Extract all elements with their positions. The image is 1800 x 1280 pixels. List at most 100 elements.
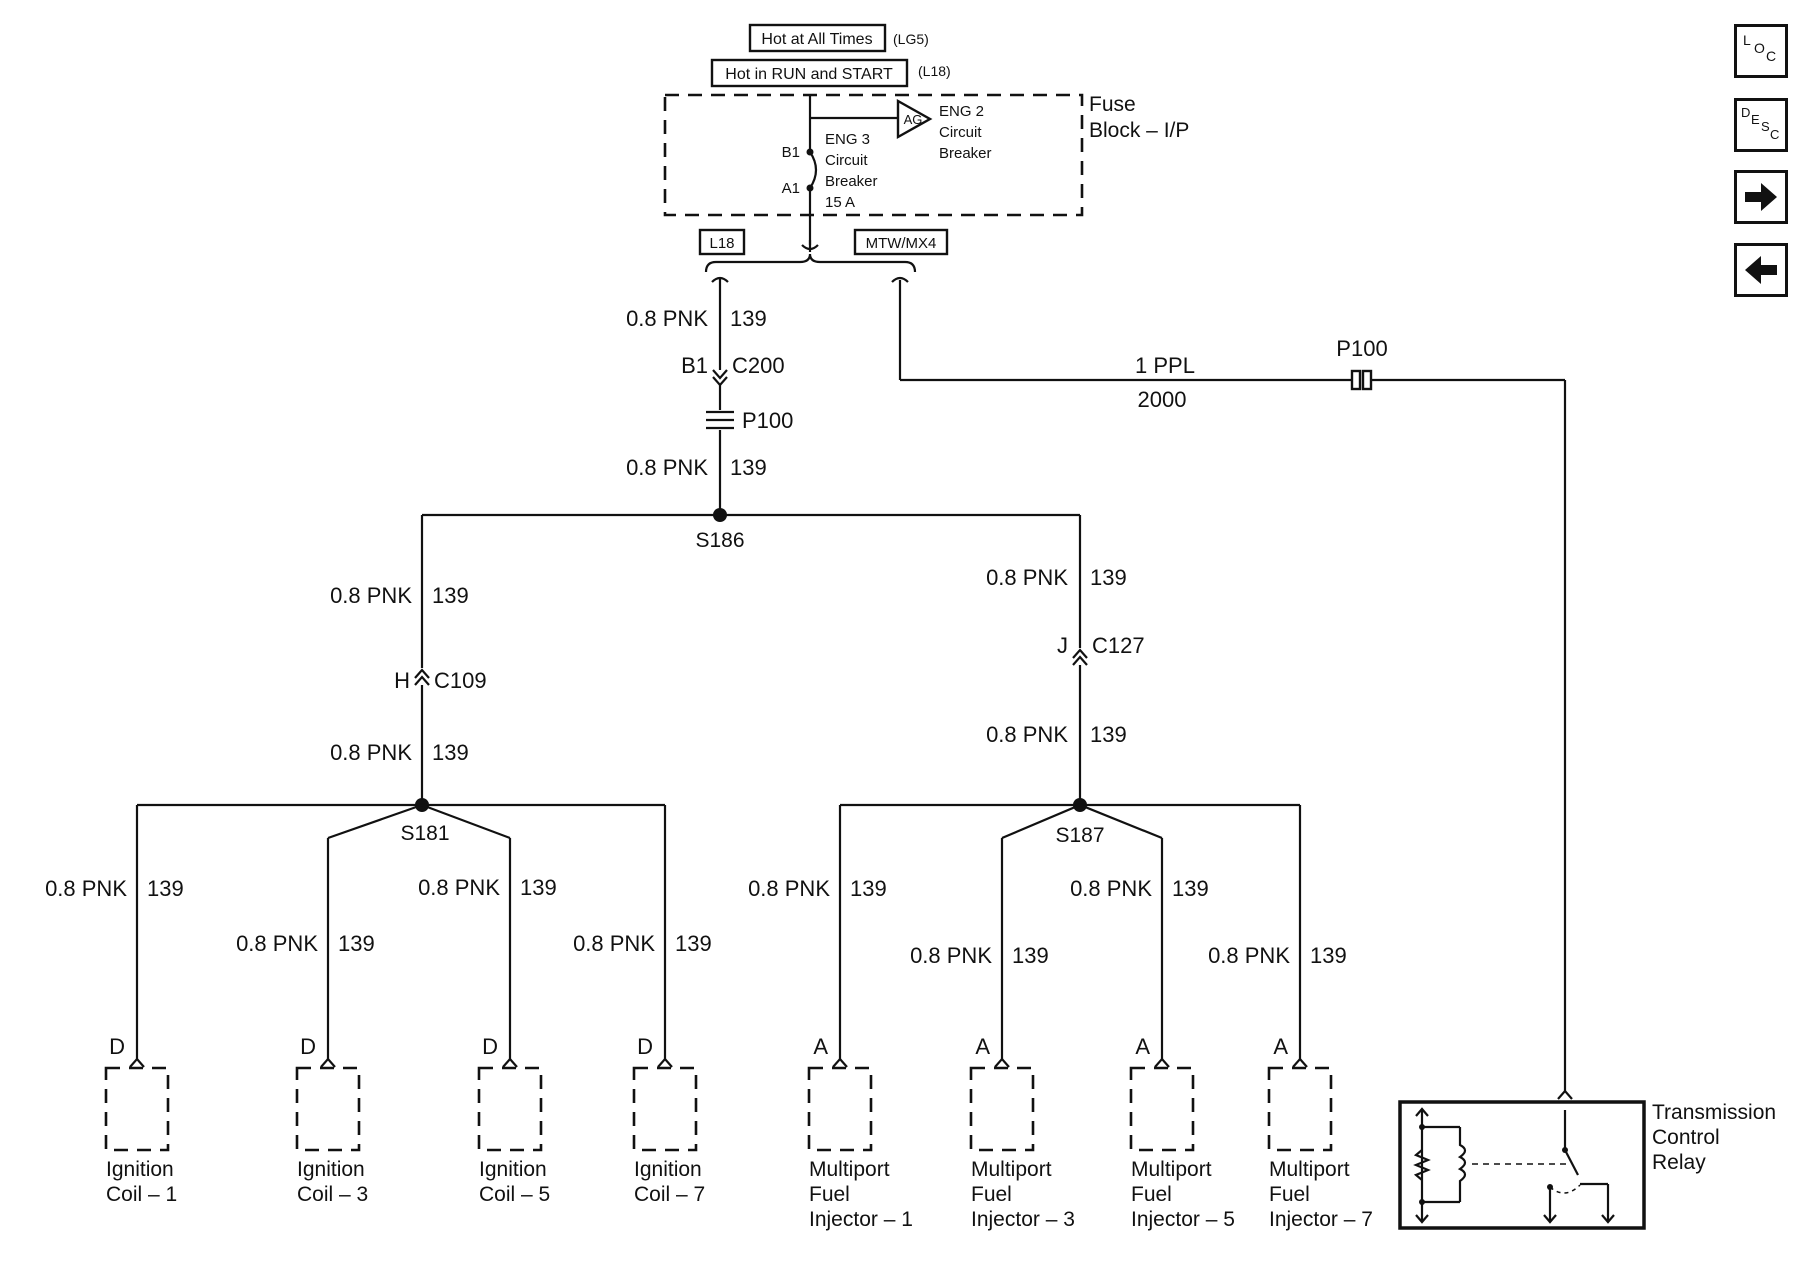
c200-label: C200	[732, 353, 785, 378]
component-name-line: Multiport	[809, 1158, 890, 1181]
component-wire-gauge: 0.8 PNK	[1208, 943, 1290, 968]
relay-wire-circuit: 2000	[1138, 387, 1187, 412]
relay-wire-gauge: 1 PPL	[1135, 353, 1195, 378]
left-bottom-gauge: 0.8 PNK	[330, 740, 412, 765]
component-name-line: Coil – 7	[634, 1183, 705, 1206]
c109-pin-label: H	[394, 668, 410, 693]
ag-label: AG	[904, 112, 923, 127]
svg-text:Circuit: Circuit	[825, 152, 868, 169]
svg-text:Breaker: Breaker	[939, 145, 992, 162]
component-pin-label: D	[300, 1034, 316, 1059]
component-outline	[632, 1066, 698, 1152]
component-pin-label: A	[1135, 1034, 1150, 1059]
svg-text:E: E	[1751, 112, 1760, 127]
component-pin-label: A	[813, 1034, 828, 1059]
p100-relay-label: P100	[1336, 336, 1387, 361]
svg-text:S: S	[1761, 119, 1770, 134]
component-outline	[295, 1066, 361, 1152]
component-outline	[1129, 1066, 1195, 1152]
relay-name-line-3: Relay	[1652, 1151, 1706, 1174]
hot-in-run-start-box	[710, 58, 909, 88]
fuse-block-outline	[663, 93, 1084, 217]
component-name-line: Injector – 3	[971, 1208, 1075, 1231]
svg-text:Breaker: Breaker	[825, 173, 878, 190]
main-top-circuit: 139	[730, 306, 767, 331]
option-brace	[704, 253, 917, 273]
component-name-line: Injector – 5	[1131, 1208, 1235, 1231]
component-wire-circuit: 139	[1172, 876, 1209, 901]
component-name-line: Coil – 1	[106, 1183, 177, 1206]
relay-outline	[1398, 1100, 1646, 1230]
svg-text:D: D	[1741, 105, 1750, 120]
component-outline	[807, 1066, 873, 1152]
component-wire-circuit: 139	[1310, 943, 1347, 968]
component-name-line: Multiport	[1131, 1158, 1212, 1181]
c127-connector-symbol	[1072, 648, 1088, 666]
c109-connector-symbol	[414, 668, 430, 686]
component-wire-gauge: 0.8 PNK	[418, 875, 500, 900]
component-wire-circuit: 139	[147, 876, 184, 901]
desc-button[interactable]: D E S C	[1734, 98, 1788, 152]
svg-text:L: L	[1743, 32, 1751, 48]
left-bottom-circuit: 139	[432, 740, 469, 765]
component-name-line: Ignition	[479, 1158, 547, 1181]
component-name-line: Ignition	[106, 1158, 174, 1181]
component-name-line: Fuel	[971, 1183, 1012, 1206]
main-trunk: 0.8 PNK 139 B1 C200 P100 0.8 PNK 139 S18…	[422, 278, 1080, 552]
c127-label: C127	[1092, 633, 1145, 658]
c200-connector-symbol	[712, 369, 728, 387]
fuse-block-title-2: Block – I/P	[1089, 119, 1189, 142]
arrow-right-icon	[1745, 183, 1777, 211]
p100-label: P100	[742, 408, 793, 433]
next-button[interactable]	[1734, 170, 1788, 224]
component-pin-label: A	[975, 1034, 990, 1059]
component-outline	[1267, 1066, 1333, 1152]
component-name-line: Coil – 5	[479, 1183, 550, 1206]
eng2-breaker-symbol	[896, 98, 933, 140]
relay-name-line-2: Control	[1652, 1126, 1720, 1149]
component-outline	[969, 1066, 1035, 1152]
option-split: L18 MTW/MX4	[698, 228, 949, 283]
right-branch: 0.8 PNK 139 J C127 0.8 PNK 139 S187	[840, 515, 1300, 847]
desc-icon: D E S C	[1741, 105, 1779, 142]
component-name-line: Injector – 7	[1269, 1208, 1373, 1231]
left-top-circuit: 139	[432, 583, 469, 608]
component-pin-label: D	[482, 1034, 498, 1059]
c200-pin-label: B1	[681, 353, 708, 378]
mtw-option-box	[853, 228, 949, 256]
relay-resistor-symbol	[1413, 1149, 1431, 1181]
component-name-line: Ignition	[297, 1158, 365, 1181]
svg-text:O: O	[1754, 40, 1765, 56]
right-top-gauge: 0.8 PNK	[986, 565, 1068, 590]
s187-label: S187	[1055, 824, 1104, 847]
relay-switch-symbol	[1564, 1149, 1579, 1176]
lg5-option-label: (LG5)	[893, 31, 929, 47]
c127-pin-label: J	[1057, 633, 1068, 658]
prev-button[interactable]	[1734, 243, 1788, 297]
eng3-breaker-symbol	[809, 151, 818, 189]
right-top-circuit: 139	[1090, 565, 1127, 590]
component-wire-gauge: 0.8 PNK	[1070, 876, 1152, 901]
relay-coil-symbol	[1457, 1127, 1467, 1202]
component-name-line: Fuel	[1131, 1183, 1172, 1206]
main-bottom-gauge: 0.8 PNK	[626, 455, 708, 480]
fuse-block: Hot at All Times (LG5) Hot in RUN and ST…	[663, 23, 1189, 252]
left-top-gauge: 0.8 PNK	[330, 583, 412, 608]
hot-at-all-times-box	[748, 23, 887, 53]
loc-button[interactable]: L O C	[1734, 24, 1788, 78]
component-name-line: Multiport	[1269, 1158, 1350, 1181]
component-name-line: Fuel	[1269, 1183, 1310, 1206]
component-outline	[104, 1066, 170, 1152]
main-bottom-circuit: 139	[730, 455, 767, 480]
loc-icon: L O C	[1743, 32, 1776, 64]
